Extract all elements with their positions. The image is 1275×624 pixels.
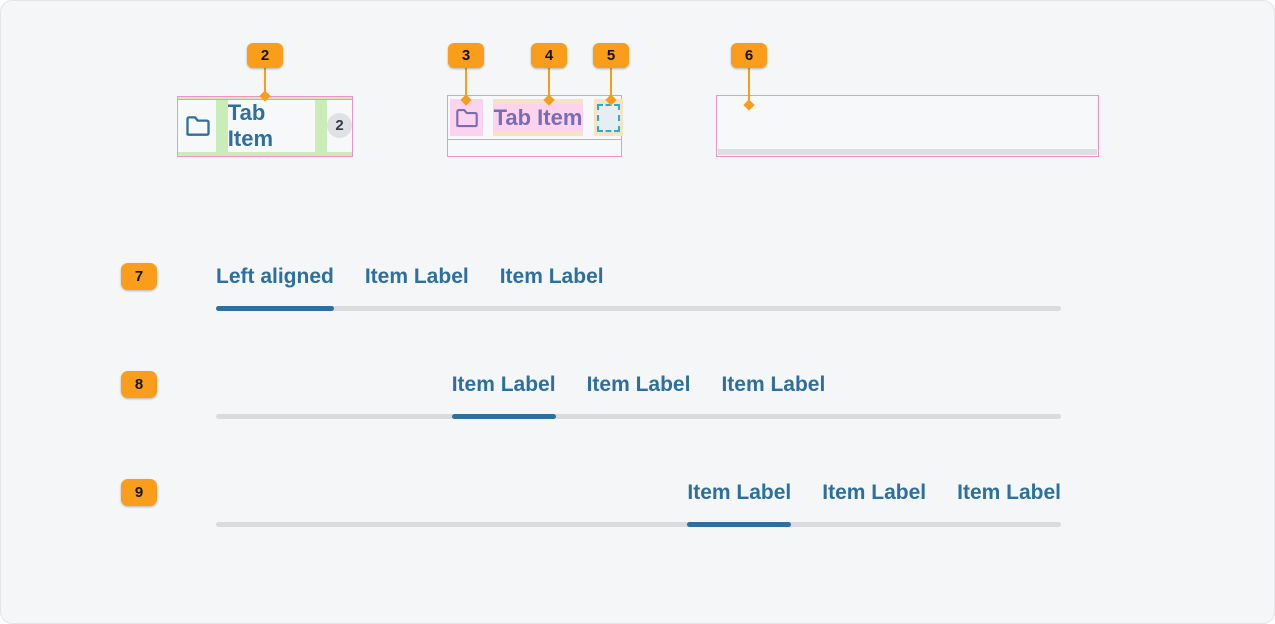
label-padding-bottom <box>493 131 583 136</box>
tab-item[interactable]: Item Label <box>500 263 604 311</box>
marker-connector-line <box>610 67 612 97</box>
tab-item-spacing-example: Tab Item 2 <box>177 96 353 157</box>
annotation-marker-5: 5 <box>593 43 629 68</box>
tab-item-label: Tab Item <box>493 104 583 131</box>
active-tab-underline <box>451 414 556 419</box>
active-tab-underline <box>216 306 334 311</box>
tab-item[interactable]: Item Label <box>822 479 926 527</box>
tab-item[interactable]: Item Label <box>365 263 469 311</box>
marker-connector-line <box>264 67 266 93</box>
tab-bar-left-aligned: Left aligned Item Label Item Label <box>216 263 1061 311</box>
tab-bar-container-example <box>716 95 1099 157</box>
tab-item: Tab Item 2 <box>178 99 352 152</box>
annotation-marker-3: 3 <box>448 43 484 68</box>
tab-label: Item Label <box>451 373 556 396</box>
annotation-marker-4: 4 <box>531 43 567 68</box>
tab-bar-track <box>216 306 1061 311</box>
focus-area-highlight <box>594 99 623 136</box>
tab-bar-track <box>216 522 1061 527</box>
tab-bar-right-aligned: Item Label Item Label Item Label <box>216 479 1061 527</box>
label-padding-top <box>493 99 583 104</box>
tab-label: Item Label <box>586 373 691 396</box>
counter-badge-wrap: 2 <box>326 100 352 152</box>
folder-icon <box>178 100 216 152</box>
divider <box>448 139 621 140</box>
tab-label: Item Label <box>687 481 792 504</box>
tab-label: Item Label <box>499 265 604 288</box>
spacing-highlight-gap <box>216 99 228 152</box>
annotation-marker-9: 9 <box>121 479 157 506</box>
label-highlight: Tab Item <box>493 99 583 136</box>
spacing-highlight-bottom <box>178 151 352 156</box>
tab-bar-center-aligned: Item Label Item Label Item Label <box>216 371 1061 419</box>
annotation-marker-7: 7 <box>121 263 157 290</box>
tab-item[interactable]: Item Label <box>957 479 1061 527</box>
tab-item[interactable]: Item Label <box>451 371 556 419</box>
tab-item-parts-example: Tab Item <box>447 95 623 157</box>
folder-icon <box>454 106 480 130</box>
tab-item-label: Tab Item <box>227 99 274 151</box>
active-tab-underline <box>687 522 792 527</box>
tab-label: Item Label <box>957 481 1061 504</box>
spacing-highlight-gap <box>315 99 327 152</box>
counter-badge: 2 <box>326 113 352 139</box>
tab-item[interactable]: Item Label <box>721 371 825 419</box>
annotation-marker-6: 6 <box>731 43 767 68</box>
tab-label: Left aligned <box>216 265 334 288</box>
tab-label: Item Label <box>822 481 927 504</box>
tab-label: Item Label <box>721 373 826 396</box>
tab-label: Item Label <box>364 265 469 288</box>
annotation-marker-2: 2 <box>247 43 283 68</box>
container-bottom-track <box>718 149 1097 155</box>
focus-indicator-box <box>597 103 620 132</box>
annotation-marker-8: 8 <box>121 371 157 398</box>
marker-connector-line <box>548 67 550 97</box>
tab-item[interactable]: Item Label <box>587 371 691 419</box>
marker-connector-line <box>465 67 467 97</box>
marker-connector-line <box>748 67 750 102</box>
tab-item[interactable]: Left aligned <box>216 263 334 311</box>
tab-item[interactable]: Item Label <box>687 479 792 527</box>
tab-bar-track <box>216 414 1061 419</box>
